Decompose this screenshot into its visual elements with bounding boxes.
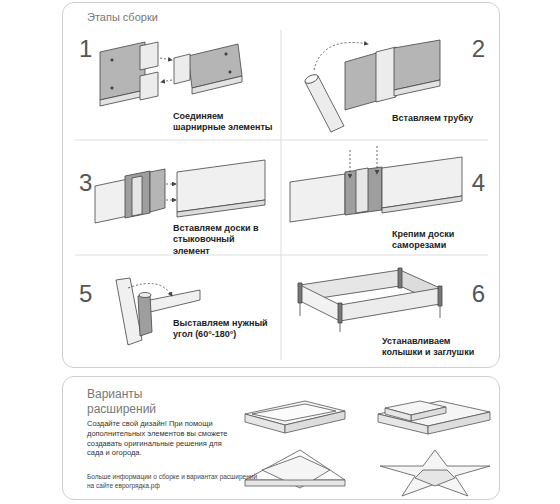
frame-drawing-part [440,306,441,318]
expansion-drawings-part [252,404,336,421]
cell-separators-part [281,30,282,360]
cell-separators [75,30,488,360]
step-caption: Соединяем шарнирные элементы [173,111,273,134]
tube-insert-drawing-part [345,52,380,110]
board-insert-drawing [95,160,265,223]
tube-insert-drawing-part [394,80,440,96]
angle-drawing-part [138,294,152,336]
step-number: 4 [472,171,485,195]
screw-fix-drawing-part [345,167,382,215]
panel-heading: Этапы сборки [87,11,158,24]
screw-fix-drawing [290,146,462,222]
expansion-drawings-part [415,470,455,486]
board-insert-drawing-part [150,169,165,212]
hinge-join-drawing-part [161,80,172,82]
step-caption: Крепим доски саморезами [392,229,492,252]
step-cell: 3Вставляем доски в стыковочный элемент [63,141,282,260]
panel-body: Создайте свой дизайн! При помощи дополни… [87,419,237,458]
board-insert-drawing-part [125,171,150,218]
frame-drawing [298,268,442,332]
step-number: 5 [79,282,92,306]
step-number: 1 [79,37,92,61]
screw-fix-drawing-part [350,150,351,178]
step-number: 2 [472,37,485,61]
tube-insert-drawing-part [304,73,320,85]
screw-fix-drawing-part [356,168,368,213]
hinge-join-drawing-part [111,59,113,61]
expansion-drawings-part [245,480,345,486]
frame-drawing-part [438,286,442,306]
frame-drawing-part [300,303,301,316]
hinge-join-drawing-part [140,72,158,100]
frame-drawing-part [398,268,402,288]
board-insert-drawing-part [132,176,142,216]
hinge-join-drawing-part [111,87,113,89]
step-cell: 5Выставляем нужный угол (60°-180°) [63,256,282,369]
step-caption: Вставляем доски в стыковочный элемент [173,223,273,257]
angle-drawing-part [128,284,172,297]
expansion-drawings-part [411,407,446,421]
frame-drawing-part [340,288,440,321]
angle-drawing-part [139,293,151,298]
step-caption: Выставляем нужный угол (60°-180°) [173,318,273,341]
hinge-join-drawing-part [100,90,145,106]
hinge-join-drawing-part [192,76,242,94]
step-cell: 2Вставляем трубку [282,23,501,141]
steps-panel: Этапы сборки1Соединяем шарнирные элемент… [62,2,500,368]
hinge-join-drawing-part [225,53,227,55]
screw-fix-drawing-part [290,174,345,222]
frame-drawing-part [338,303,342,323]
board-insert-drawing-part [166,200,176,201]
step-cell: 6Устанавливаем колышки и заглушки [282,256,501,369]
panel-heading: Варианты расширений [87,387,207,417]
screw-fix-drawing-part [382,196,462,213]
hinge-join-drawing-part [160,58,172,60]
board-insert-drawing-part [95,179,128,223]
screw-fix-drawing-part [377,146,378,174]
board-insert-drawing-part [177,200,265,217]
expansion-drawings [245,401,490,496]
hinge-join-drawing-part [174,54,190,84]
hinge-join-drawing-part [229,71,231,73]
step-caption: Вставляем трубку [392,113,492,124]
tube-insert-drawing-part [305,76,344,132]
expansions-panel: Варианты расширенийСоздайте свой дизайн!… [62,376,500,500]
step-number: 6 [472,282,485,306]
frame-drawing-part [340,323,341,332]
board-insert-drawing-part [166,184,176,185]
tube-insert-drawing-part [314,42,368,70]
hinge-join-drawing-part [140,42,158,70]
expansion-drawings-part [385,408,411,421]
tube-insert-drawing-part [376,47,396,102]
frame-drawing-part [300,285,340,321]
panel-footnote: Больше информации о сборке и вариантах р… [87,473,259,491]
expansion-drawings-part [380,450,490,496]
step-number: 3 [79,171,92,195]
hinge-join-drawing [100,42,242,106]
frame-drawing-part [298,283,302,303]
step-cell: 1Соединяем шарнирные элементы [63,23,282,141]
step-caption: Устанавливаем колышки и заглушки [382,336,487,359]
step-cell: 4Крепим доски саморезами [282,141,501,256]
